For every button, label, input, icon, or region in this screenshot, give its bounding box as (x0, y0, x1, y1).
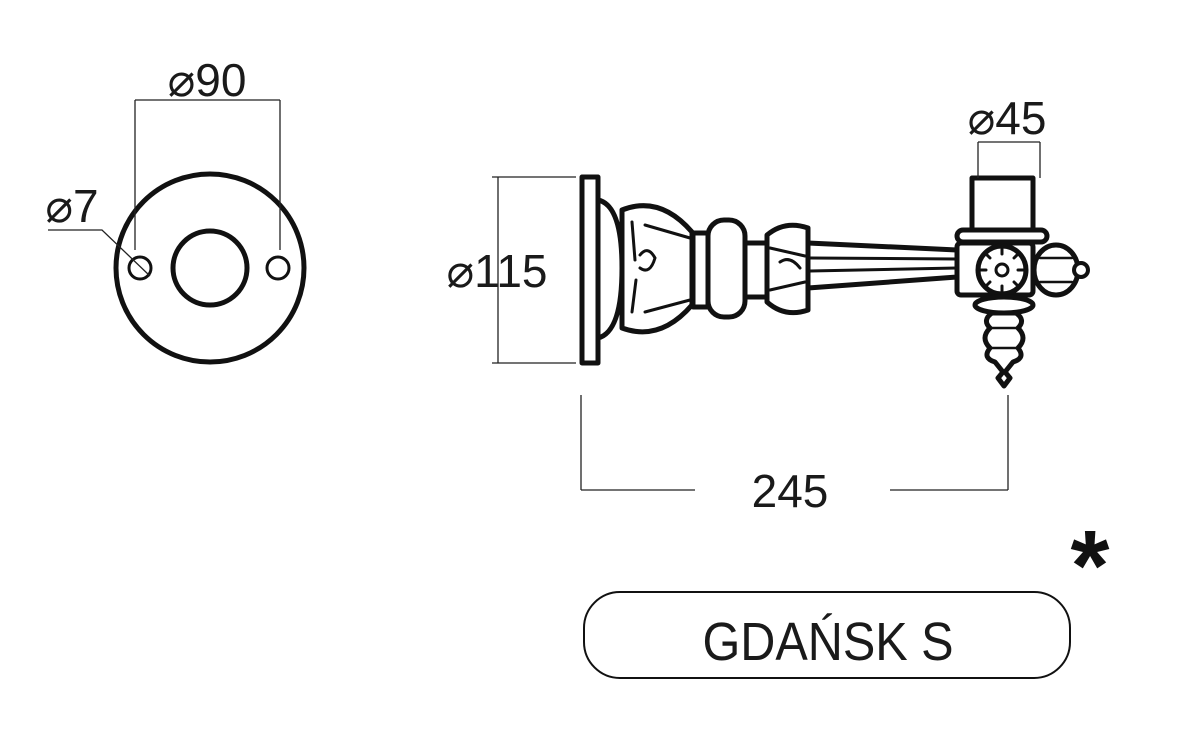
front-view-escutcheon (113, 171, 307, 365)
product-name: GDAŃSK S (702, 611, 953, 672)
dimension-label-45: ⌀45 (968, 92, 1047, 144)
dimension-diameter-7: ⌀7 (45, 180, 151, 277)
asterisk-marker: * (1071, 510, 1110, 622)
side-view-valve (579, 174, 1090, 389)
dimension-label-245: 245 (752, 465, 829, 517)
dimension-label-90: ⌀90 (168, 54, 247, 106)
dimension-diameter-45: ⌀45 (968, 92, 1047, 178)
dimension-length-245: 245 (580, 395, 1009, 517)
dimension-diameter-115: ⌀115 (446, 176, 576, 364)
dimension-label-7: ⌀7 (45, 180, 98, 232)
product-name-badge: GDAŃSK S (583, 591, 1071, 679)
dimension-label-115: ⌀115 (446, 245, 547, 297)
dimension-diameter-90: ⌀90 (134, 54, 281, 250)
